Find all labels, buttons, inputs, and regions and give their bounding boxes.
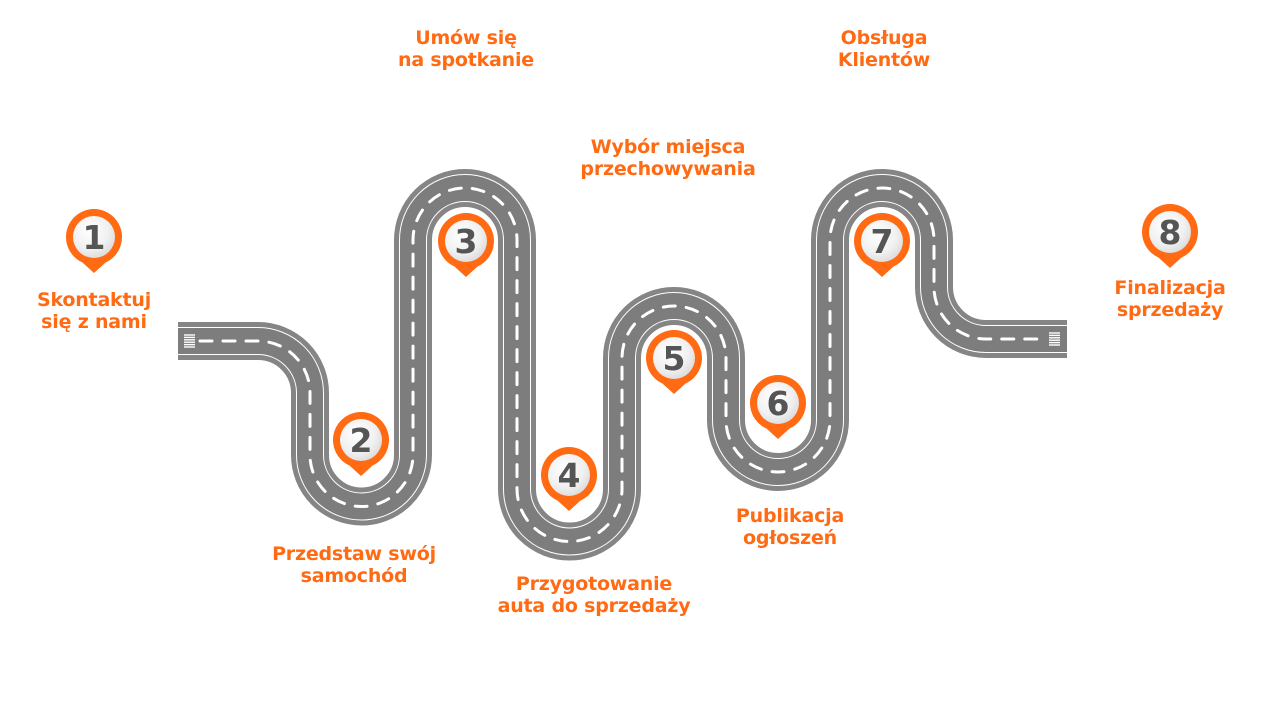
step-label-line: sprzedaży [1116,299,1224,321]
step-pin-6: 6 [750,375,807,439]
pin-inner-circle [548,454,590,496]
pin-inner-circle [445,220,487,262]
step-label-line: Umów się [415,27,517,49]
step-number: 1 [83,218,106,257]
step-label-line: Wybór miejsca [590,136,746,158]
step-pin-5: 5 [646,330,703,394]
step-label-line: Skontaktuj [36,289,152,311]
step-pin-7: 7 [854,213,910,277]
pin-inner-circle [861,220,903,262]
pin-inner-circle [73,216,115,258]
step-label-line: Obsługa [840,27,928,49]
step-label-line: Przygotowanie [515,573,673,595]
step-label-line: na spotkanie [398,49,534,71]
pin-inner-circle [757,382,799,424]
step-label-line: ogłoszeń [743,527,837,549]
pin-inner-circle [1149,211,1191,253]
step-pin-4: 4 [541,447,598,511]
start-line [184,334,195,348]
road-center-dashes [198,186,1044,543]
step-number: 3 [455,222,478,261]
step-label-line: samochód [300,565,408,587]
step-label-line: Publikacja [735,505,845,527]
step-label-line: Przedstaw swój [272,543,436,565]
step-number: 5 [663,339,686,378]
step-number: 8 [1159,213,1182,252]
step-label-line: auta do sprzedaży [497,595,691,617]
pin-inner-circle [340,419,382,461]
step-pin-3: 3 [438,213,495,277]
step-number: 7 [871,222,894,261]
step-label-line: Klientów [837,49,931,71]
step-pin-1: 1 [66,209,123,273]
step-number: 4 [558,456,581,495]
step-number: 2 [350,421,373,460]
step-pin-2: 2 [333,412,389,476]
step-label-line: przechowywania [580,158,756,180]
finish-line [1049,332,1060,346]
step-pin-8: 8 [1141,203,1198,268]
step-number: 6 [767,384,790,423]
step-label-line: się z nami [41,311,147,333]
winding-road [178,169,1067,561]
pin-inner-circle [653,337,695,379]
step-label-line: Finalizacja [1114,277,1226,299]
